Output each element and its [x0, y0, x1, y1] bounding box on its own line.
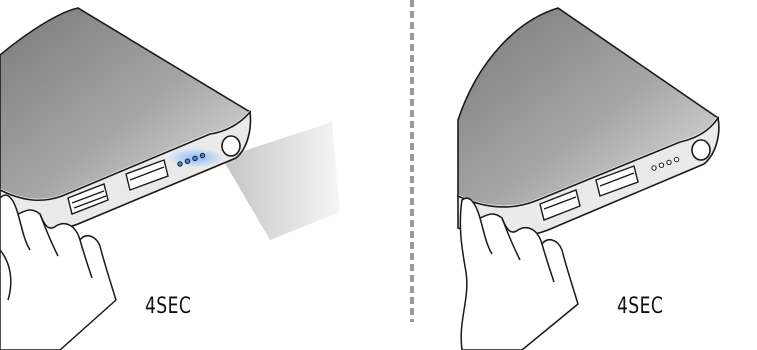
duration-label: 4SEC — [617, 294, 664, 319]
usb-port-2-icon — [595, 165, 639, 197]
usb-port-1-icon — [67, 183, 109, 215]
indicator-lights — [177, 152, 206, 167]
power-bank-top-face — [457, 7, 720, 208]
dashed-divider — [410, 0, 414, 322]
indicator-light-4 — [673, 156, 680, 163]
hand-icon — [459, 197, 579, 350]
indicator-light-2 — [184, 158, 191, 164]
usb-port-2-icon — [125, 159, 169, 191]
usb-port-1-icon — [539, 189, 581, 221]
indicator-light-3 — [666, 159, 672, 166]
illustration-lights-off: 4SEC — [418, 0, 757, 350]
power-button-icon — [221, 135, 241, 157]
indicator-light-3 — [192, 155, 198, 162]
indicator-light-1 — [651, 165, 657, 171]
illustration-lights-on: 4SEC — [0, 7, 340, 350]
power-button-icon — [691, 139, 711, 161]
indicator-light-1 — [177, 161, 183, 167]
power-bank-illustration-left — [0, 7, 340, 350]
indicator-light-2 — [658, 162, 665, 168]
indicator-light-4 — [199, 152, 206, 159]
duration-label: 4SEC — [145, 294, 192, 319]
hand-icon — [0, 194, 117, 350]
light-beam — [222, 122, 340, 240]
indicator-lights — [651, 156, 680, 171]
power-bank-illustration-right — [457, 7, 720, 350]
